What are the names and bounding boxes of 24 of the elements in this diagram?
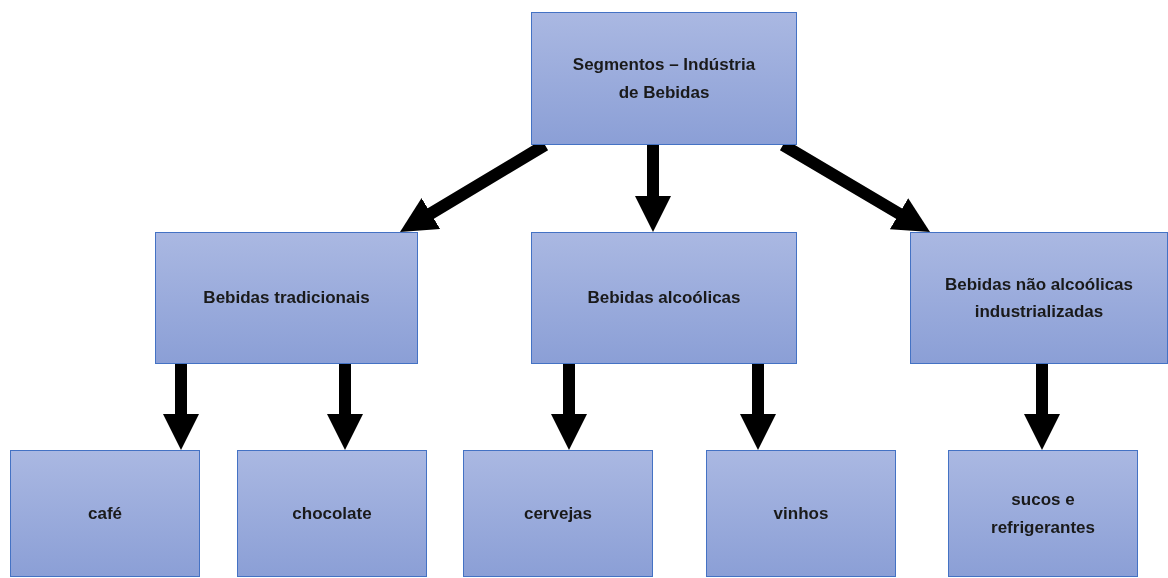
arrow [163,364,199,450]
arrow [635,145,671,232]
category-label: Bebidas alcoólicas [587,287,741,310]
category-box [531,12,797,145]
category-label: chocolate [292,502,372,525]
category-box [10,450,200,577]
arrow [551,364,587,450]
arrow [740,364,776,450]
category-label: Segmentos – Indústria de Bebidas [571,54,757,104]
category-box [463,450,653,577]
category-label: sucos e refrigerantes [990,489,1096,539]
arrow [1024,364,1060,450]
category-label: vinhos [773,502,829,525]
category-label: Bebidas tradicionais [203,287,370,310]
category-label: café [88,502,122,525]
category-label: cervejas [523,502,593,525]
category-box [706,450,896,577]
category-box [910,232,1168,364]
category-label: Bebidas não alcoólicas industrializadas [944,273,1134,323]
category-box [531,232,797,364]
category-box [948,450,1138,577]
arrow [327,364,363,450]
category-box [155,232,418,364]
category-box [237,450,427,577]
